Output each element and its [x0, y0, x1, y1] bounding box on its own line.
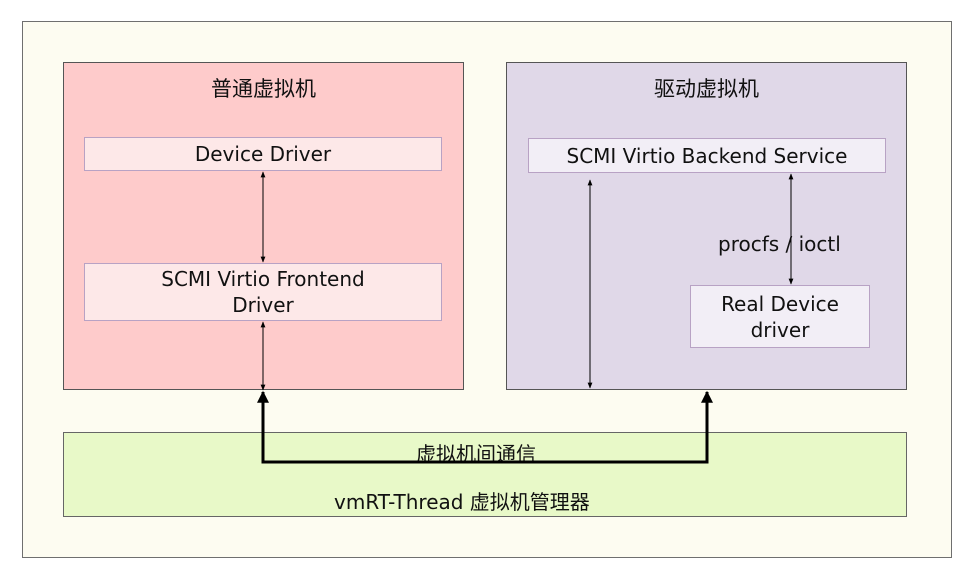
backend-service-label: SCMI Virtio Backend Service [566, 143, 848, 168]
frontend-driver-label-line1: SCMI Virtio Frontend [161, 267, 365, 291]
real-device-driver-label-line1: Real Device [721, 291, 839, 316]
device-driver-box: Device Driver [84, 137, 442, 171]
backend-service-box: SCMI Virtio Backend Service [528, 138, 886, 173]
driver-vm-title: 驱动虚拟机 [654, 77, 759, 101]
vm-manager-container [63, 432, 907, 517]
frontend-driver-box: SCMI Virtio Frontend Driver [84, 263, 442, 321]
real-device-driver-box: Real Device driver [690, 285, 870, 348]
inter-vm-communication-path [257, 390, 713, 464]
normal-vm-title: 普通虚拟机 [211, 77, 316, 101]
real-device-driver-label-line2: driver [750, 317, 810, 342]
frontend-driver-label-line2: Driver [232, 293, 294, 317]
device-driver-label: Device Driver [194, 142, 332, 166]
procfs-ioctl-label: procfs / ioctl [718, 232, 841, 256]
vm-manager-label: vmRT-Thread 虚拟机管理器 [334, 490, 590, 514]
